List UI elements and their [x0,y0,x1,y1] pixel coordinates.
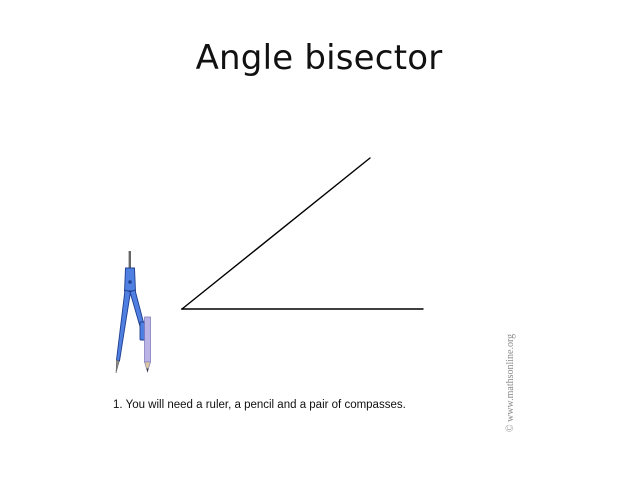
compass-handle [128,251,131,268]
instruction-text: 1. You will need a ruler, a pencil and a… [113,399,406,411]
compass-icon [115,251,151,374]
copyright-watermark: © www.mathsonline.org [505,333,516,432]
angle-upper-ray [181,157,371,310]
compass-left-leg [116,289,132,362]
angle-vertex [181,308,183,310]
compass-hinge [124,267,136,292]
compass-needle [115,359,120,374]
compass-pencil-lead [146,368,149,372]
compass-pivot [128,280,132,284]
angle [181,157,424,310]
compass-pencil [144,316,151,363]
slide-title: Angle bisector [195,38,443,78]
compass-pencil-tip [144,361,151,374]
